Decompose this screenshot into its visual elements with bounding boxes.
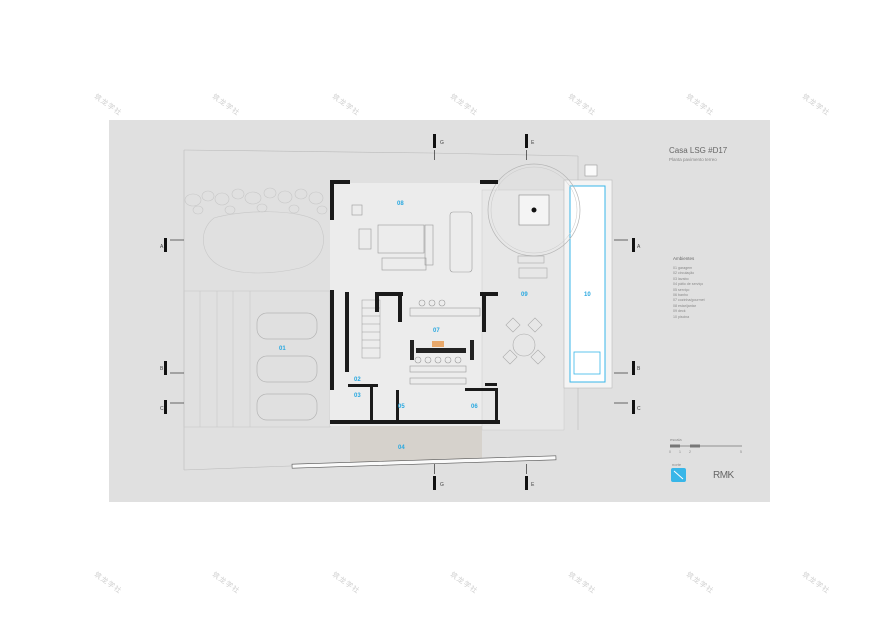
- kitchen-island: [416, 348, 466, 353]
- kitchen-furniture: [409, 299, 481, 385]
- kitchen-island-right: [470, 340, 474, 360]
- section-marker-a-right: [614, 238, 635, 252]
- section-marker-e-top: [525, 134, 528, 160]
- north-arrow-icon: [673, 470, 684, 480]
- section-marker-a-left: [164, 238, 184, 252]
- room-number-10: 10: [584, 292, 591, 298]
- room-number-03: 03: [354, 393, 361, 399]
- section-label-a-left: A: [160, 244, 164, 250]
- legend-item: 06 banho: [673, 293, 688, 298]
- section-marker-c-left: [164, 400, 184, 414]
- rmk-logo: RMK: [713, 470, 734, 481]
- service-patio: [350, 426, 482, 462]
- legend-item: 09 deck: [673, 309, 686, 314]
- section-marker-g-top: [433, 134, 436, 160]
- legend-item: 02 circulação: [673, 271, 695, 276]
- section-label-g-top: G: [440, 140, 444, 146]
- pool-water: [569, 185, 606, 383]
- section-label-b-left: B: [160, 366, 164, 372]
- scale-bar: [670, 444, 742, 448]
- lawn-area: [203, 211, 324, 274]
- title-block: Casa LSG #D17 Planta pavimento terreo: [669, 146, 759, 162]
- pergola-circle-inner: [490, 166, 578, 254]
- room-number-06: 06: [471, 404, 478, 410]
- section-label-g-bottom: G: [440, 482, 444, 488]
- section-marker-b-left: [164, 361, 184, 375]
- garden-stones: [184, 187, 328, 215]
- room-number-07: 07: [433, 328, 440, 334]
- scale-tick-1: 1: [679, 450, 681, 454]
- section-label-e-bottom: E: [531, 482, 535, 488]
- drawing-subtitle: Planta pavimento terreo: [669, 157, 717, 162]
- scale-tick-0: 0: [669, 450, 671, 454]
- walls: [330, 180, 500, 424]
- deck-chairs: [502, 317, 546, 365]
- room-number-09: 09: [521, 292, 528, 298]
- scale-tick-2: 2: [689, 450, 691, 454]
- legend-item: 08 estar/jantar: [673, 303, 696, 308]
- pergola-center: [531, 207, 537, 213]
- section-label-c-right: C: [637, 406, 641, 412]
- scale-label: escala: [670, 437, 682, 442]
- room-number-04: 04: [398, 445, 405, 451]
- section-label-e-top: E: [531, 140, 535, 146]
- section-label-c-left: C: [160, 406, 164, 412]
- parked-cars: [256, 312, 318, 421]
- room-number-01: 01: [279, 346, 286, 352]
- cooktop: [432, 341, 444, 347]
- front-wall: [291, 455, 557, 469]
- pool-spa: [573, 351, 601, 375]
- drawing-title: Casa LSG #D17: [669, 146, 728, 155]
- legend-heading: Ambientes: [673, 256, 695, 261]
- deck-bench: [517, 255, 545, 264]
- legend-item: 04 pátio de serviço: [673, 282, 704, 287]
- deck-sofa: [518, 267, 548, 279]
- legend-item: 03 lavabo: [673, 276, 689, 281]
- north-label: norte: [672, 462, 682, 467]
- room-number-05: 05: [398, 404, 405, 410]
- kitchen-island-left: [410, 340, 414, 360]
- living-furniture: [351, 204, 473, 273]
- section-label-a-right: A: [637, 244, 641, 250]
- deck-table: [512, 333, 536, 357]
- legend-item: 05 serviço: [673, 287, 690, 292]
- section-marker-c-right: [614, 400, 635, 414]
- section-marker-e-bottom: [525, 464, 528, 490]
- room-number-02: 02: [354, 377, 361, 383]
- legend-item: 07 cozinha/gourmet: [673, 298, 705, 303]
- legend-item: 01 garagem: [673, 266, 693, 270]
- pool-equipment: [584, 164, 598, 177]
- section-marker-b-right: [614, 361, 635, 375]
- site-boundary: [183, 149, 579, 157]
- room-legend: Ambientes 01 garagem 02 circulação 03 la…: [673, 256, 753, 320]
- section-marker-g-bottom: [433, 464, 436, 490]
- room-number-08: 08: [397, 201, 404, 207]
- legend-item: 10 piscina: [673, 314, 690, 319]
- section-label-b-right: B: [637, 366, 641, 372]
- scale-tick-5: 5: [740, 450, 742, 454]
